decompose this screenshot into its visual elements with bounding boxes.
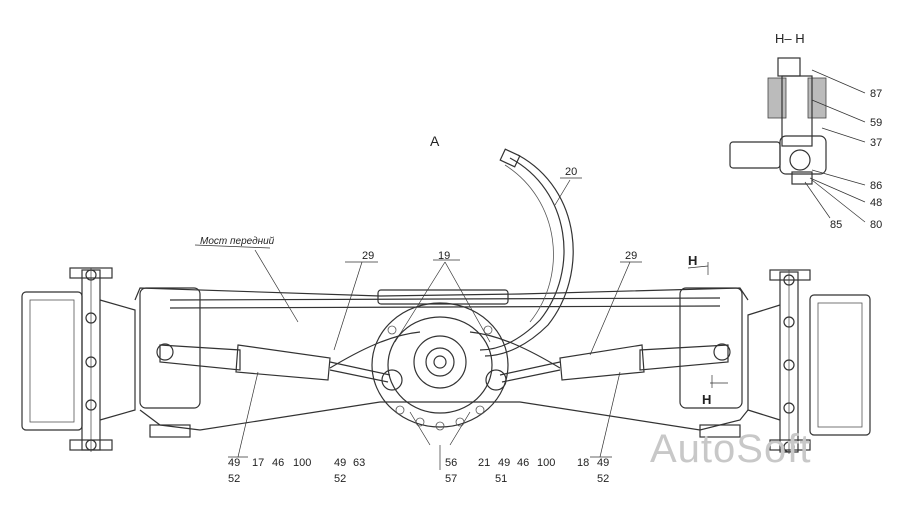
left-steering-cylinder <box>156 343 403 391</box>
right-wheel-hub <box>747 269 871 454</box>
callout-bottom-6: 63 <box>353 457 365 469</box>
callout-bottom-row2-1: 52 <box>228 473 240 485</box>
callout-29-right: 29 <box>625 250 637 262</box>
callout-bottom-9: 49 <box>498 457 510 469</box>
callout-48: 48 <box>870 197 882 209</box>
watermark: AutoSoft <box>650 427 811 471</box>
callout-bottom-12: 18 <box>577 457 589 469</box>
callout-bottom-4: 100 <box>293 457 311 469</box>
callout-87: 87 <box>870 88 882 100</box>
callout-bottom-7: 56 <box>445 457 457 469</box>
view-label-a: А <box>430 133 440 149</box>
cut-label-top: Н <box>688 253 697 268</box>
hydraulic-hoses <box>329 148 574 369</box>
callout-bottom-row2-2: 52 <box>334 473 346 485</box>
callout-bottom-row2-3: 57 <box>445 473 457 485</box>
axle-housing <box>134 287 749 438</box>
cut-label-bottom: Н <box>702 392 711 407</box>
callout-bottom-5: 49 <box>334 457 346 469</box>
callout-leaders <box>194 177 728 470</box>
callout-bottom-2: 17 <box>252 457 264 469</box>
callout-bottom-8: 21 <box>478 457 490 469</box>
callout-bottom-13: 49 <box>597 457 609 469</box>
left-wheel-hub <box>21 267 136 452</box>
callout-29-left: 29 <box>362 250 374 262</box>
callout-bottom-10: 46 <box>517 457 529 469</box>
callout-85: 85 <box>830 219 842 231</box>
callout-59: 59 <box>870 117 882 129</box>
callout-bottom-11: 100 <box>537 457 555 469</box>
callout-bottom-3: 46 <box>272 457 284 469</box>
callout-19: 19 <box>438 250 450 262</box>
callout-86: 86 <box>870 180 882 192</box>
section-h-h-view <box>729 57 866 223</box>
right-steering-cylinder <box>485 343 731 391</box>
callout-80: 80 <box>870 219 882 231</box>
section-label: Н– Н <box>775 31 805 46</box>
callout-bottom-row2-5: 52 <box>597 473 609 485</box>
callout-bottom-row2-4: 51 <box>495 473 507 485</box>
assembly-name-label: Мост передний <box>200 236 275 247</box>
callout-37: 37 <box>870 137 882 149</box>
callout-bottom-1: 49 <box>228 457 240 469</box>
callout-20: 20 <box>565 166 577 178</box>
